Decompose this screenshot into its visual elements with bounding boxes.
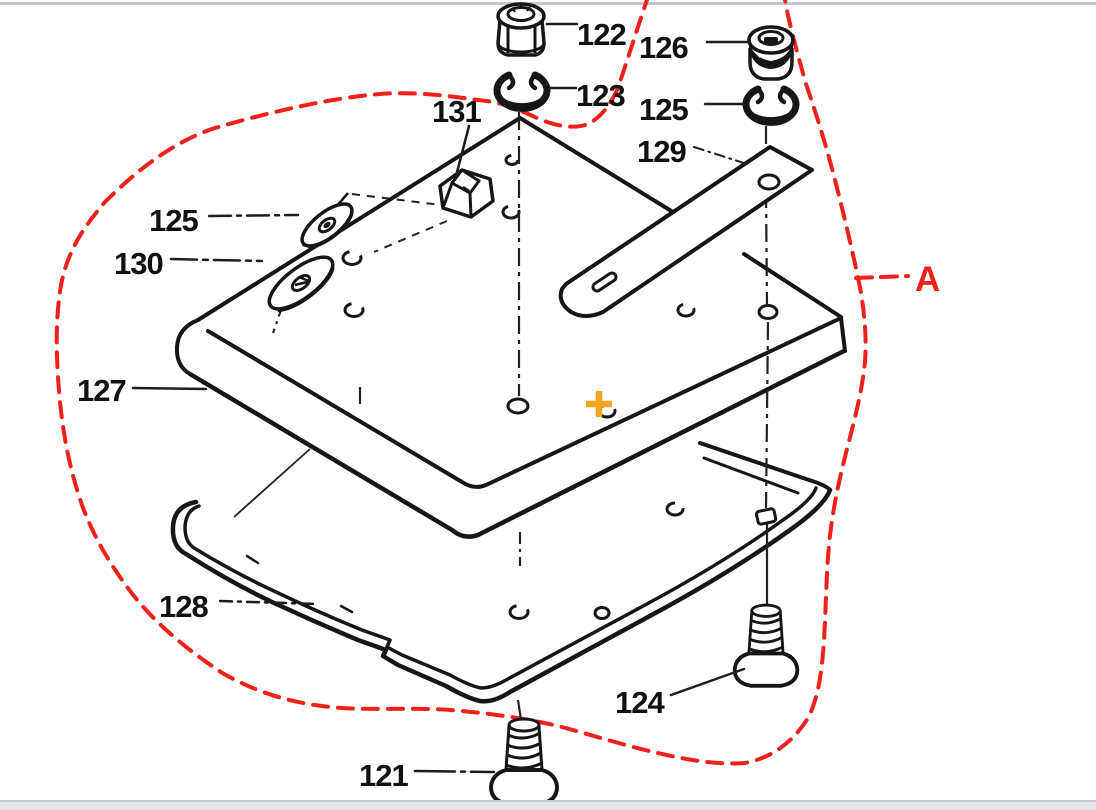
part-label-129: 129 — [637, 134, 686, 169]
e-clip-125-right — [746, 89, 796, 122]
bottom-plate-128 — [170, 441, 833, 704]
bottom-plate-holes — [508, 501, 778, 620]
part-label-125-left: 125 — [149, 203, 198, 238]
assembly-callout-a: A — [915, 260, 940, 299]
part-label-128: 128 — [159, 589, 208, 624]
part-labels: 122 123 126 125 129 131 125 130 127 128 … — [77, 17, 940, 793]
nut-122 — [496, 2, 546, 57]
nut-126 — [747, 25, 795, 81]
page-top-border — [0, 2, 1096, 5]
part-label-121: 121 — [359, 758, 408, 793]
leader-lines — [131, 22, 750, 774]
click-crosshair-cursor[interactable] — [586, 391, 612, 417]
assembly-boundary-outline — [54, 0, 910, 766]
assembly-axis-lines — [233, 112, 770, 721]
part-label-131: 131 — [432, 94, 481, 129]
bolt-121 — [489, 717, 559, 806]
bolt-124 — [732, 603, 800, 688]
washer-125-left — [300, 202, 354, 249]
part-label-123: 123 — [576, 78, 625, 113]
nut-131 — [438, 168, 495, 219]
washer-130 — [267, 255, 335, 312]
top-plate-127 — [174, 116, 847, 539]
part-label-125-right: 125 — [639, 92, 688, 127]
construction-lines — [351, 193, 448, 253]
strip-129 — [558, 145, 814, 318]
part-label-122: 122 — [577, 17, 626, 52]
e-clip-123 — [497, 75, 547, 108]
part-label-130: 130 — [114, 246, 163, 281]
part-label-127: 127 — [77, 373, 126, 408]
part-label-126: 126 — [639, 30, 688, 65]
page-bottom-bar — [0, 800, 1096, 810]
callout-a-leader — [854, 274, 910, 280]
part-label-124: 124 — [615, 685, 665, 720]
